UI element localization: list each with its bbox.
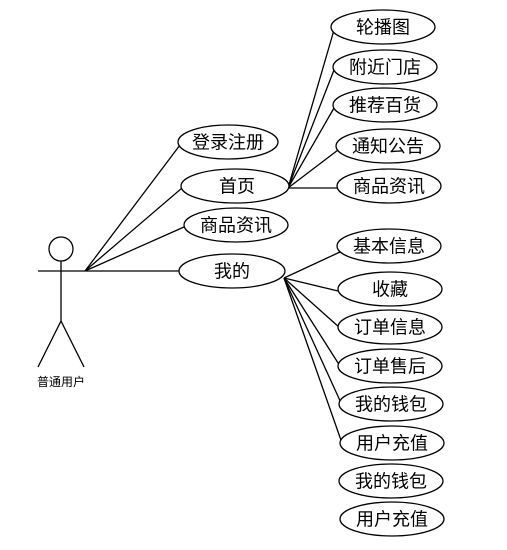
use-case-login-label: 登录注册 (192, 133, 264, 154)
edge-home-notice (287, 149, 339, 189)
use-case-order-info: 订单信息 (337, 309, 443, 345)
connectors (84, 29, 343, 444)
use-case-login-shape (177, 124, 279, 160)
use-case-recharge-2-shape (339, 501, 445, 537)
use-case-mine-shape (178, 253, 286, 289)
use-case-after-sales-label: 订单售后 (354, 357, 426, 378)
use-case-carousel-label: 轮播图 (356, 18, 410, 39)
use-case-basic-info-label: 基本信息 (353, 237, 425, 258)
actor-head (48, 236, 74, 262)
actor-left-leg (37, 320, 62, 368)
use-case-order-info-shape (337, 309, 443, 345)
use-case-recommended-goods-shape (332, 87, 438, 123)
use-case-product-info-label: 商品资讯 (200, 216, 272, 237)
use-case-recommended-goods-label: 推荐百货 (349, 96, 421, 117)
use-case-recharge-1-label: 用户充值 (356, 434, 428, 455)
use-case-favorites: 收藏 (337, 271, 443, 307)
use-case-nearby-stores: 附近门店 (332, 49, 438, 85)
edge-home-recommend (287, 107, 335, 189)
use-case-home-shape (180, 168, 290, 204)
actor-label: 普通用户 (37, 374, 85, 389)
use-case-nearby-stores-shape (332, 49, 438, 85)
use-case-basic-info: 基本信息 (336, 228, 442, 264)
use-case-product-info-shape (183, 207, 289, 243)
use-case-carousel: 轮播图 (330, 9, 436, 45)
use-case-carousel-shape (330, 9, 436, 45)
use-case-mine: 我的 (178, 253, 286, 289)
use-case-wallet-1: 我的钱包 (338, 386, 444, 422)
use-case-recharge-2-label: 用户充值 (356, 510, 428, 531)
use-case-recharge-1: 用户充值 (339, 425, 445, 461)
use-case-wallet-1-label: 我的钱包 (355, 395, 427, 416)
use-case-home-product-info-shape (336, 168, 442, 204)
use-case-basic-info-shape (336, 228, 442, 264)
edge-actor-home (84, 187, 183, 272)
use-case-after-sales: 订单售后 (337, 348, 443, 384)
edge-actor-login (84, 144, 181, 272)
use-case-wallet-2-shape (338, 463, 444, 499)
use-case-wallet-2-label: 我的钱包 (355, 472, 427, 493)
use-case-home: 首页 (180, 168, 290, 204)
use-case-notice-shape (335, 128, 441, 164)
use-case-order-info-label: 订单信息 (354, 318, 426, 339)
edge-mine-basic (283, 251, 341, 279)
use-case-login: 登录注册 (177, 124, 279, 160)
actor-stick-figure (37, 236, 85, 368)
use-case-recharge-1-shape (339, 425, 445, 461)
edge-mine-aftersale (283, 277, 341, 367)
use-case-mine-label: 我的 (214, 262, 250, 283)
use-case-notice-label: 通知公告 (352, 137, 424, 158)
use-case-recommended-goods: 推荐百货 (332, 87, 438, 123)
edge-mine-recharge-1 (283, 277, 343, 444)
use-case-home-product-info: 商品资讯 (336, 168, 442, 204)
use-case-home-label: 首页 (219, 177, 255, 198)
edge-mine-order (283, 277, 341, 329)
use-case-product-info: 商品资讯 (183, 207, 289, 243)
actor-right-leg (60, 320, 85, 368)
edge-mine-wallet-1 (283, 277, 343, 406)
use-case-favorites-shape (337, 271, 443, 307)
edge-home-carousel (287, 29, 335, 189)
use-case-nearby-stores-label: 附近门店 (349, 58, 421, 79)
use-case-after-sales-shape (337, 348, 443, 384)
edge-mine-favorite (283, 277, 339, 292)
use-case-home-product-info-label: 商品资讯 (353, 177, 425, 198)
use-case-notice: 通知公告 (335, 128, 441, 164)
use-case-recharge-2: 用户充值 (339, 501, 445, 537)
use-case-favorites-label: 收藏 (372, 280, 408, 301)
edge-actor-product-info (84, 226, 185, 272)
edge-home-stores (287, 69, 335, 189)
use-case-wallet-1-shape (338, 386, 444, 422)
use-case-wallet-2: 我的钱包 (338, 463, 444, 499)
